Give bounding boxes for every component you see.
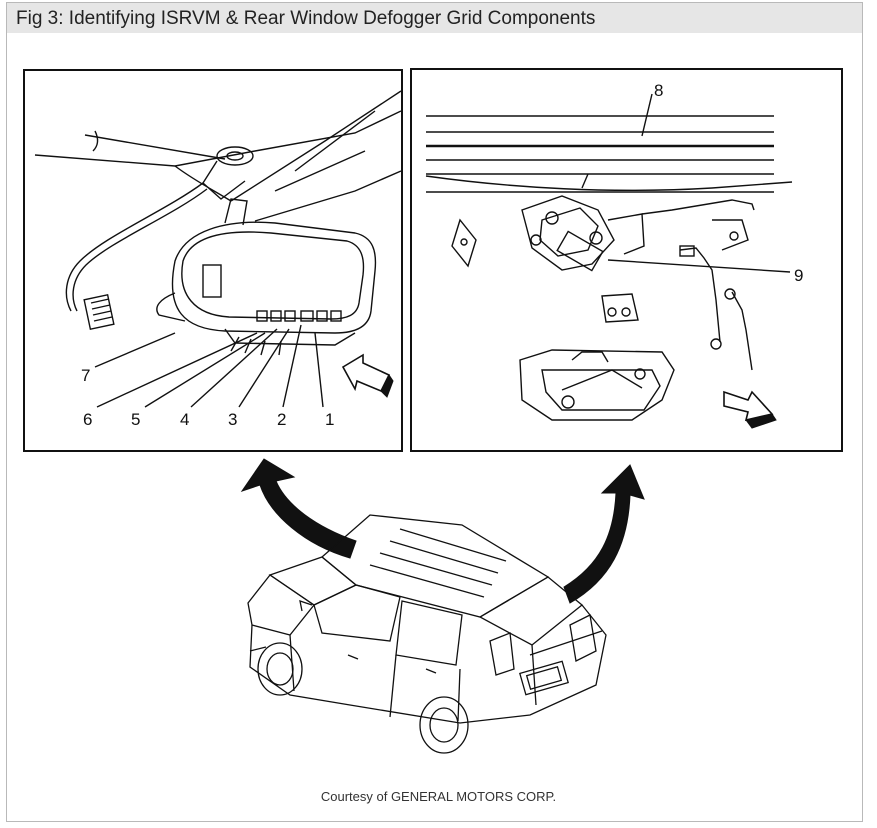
mirror-illustration: 1 2 3 4 5 6 7 <box>34 90 401 429</box>
callout-8: 8 <box>654 81 663 100</box>
arrow-to-defogger-icon <box>563 464 645 604</box>
callout-2: 2 <box>277 410 286 429</box>
defogger-detail-panel: 8 9 <box>410 68 843 452</box>
callout-5: 5 <box>131 410 140 429</box>
callout-6: 6 <box>83 410 92 429</box>
vehicle-illustration <box>230 455 670 760</box>
figure-title: Fig 3: Identifying ISRVM & Rear Window D… <box>16 8 596 29</box>
callout-7: 7 <box>81 366 90 385</box>
arrow-to-mirror-icon <box>240 458 357 559</box>
callout-4: 4 <box>180 410 189 429</box>
credit-line: Courtesy of GENERAL MOTORS CORP. <box>320 789 557 804</box>
title-bar: Fig 3: Identifying ISRVM & Rear Window D… <box>7 3 862 33</box>
callout-9: 9 <box>794 266 803 285</box>
defogger-illustration: 8 9 <box>425 81 803 429</box>
callout-1: 1 <box>325 410 334 429</box>
vehicle-drawing <box>240 458 645 754</box>
callout-3: 3 <box>228 410 237 429</box>
mirror-detail-panel: 1 2 3 4 5 6 7 <box>23 69 403 452</box>
